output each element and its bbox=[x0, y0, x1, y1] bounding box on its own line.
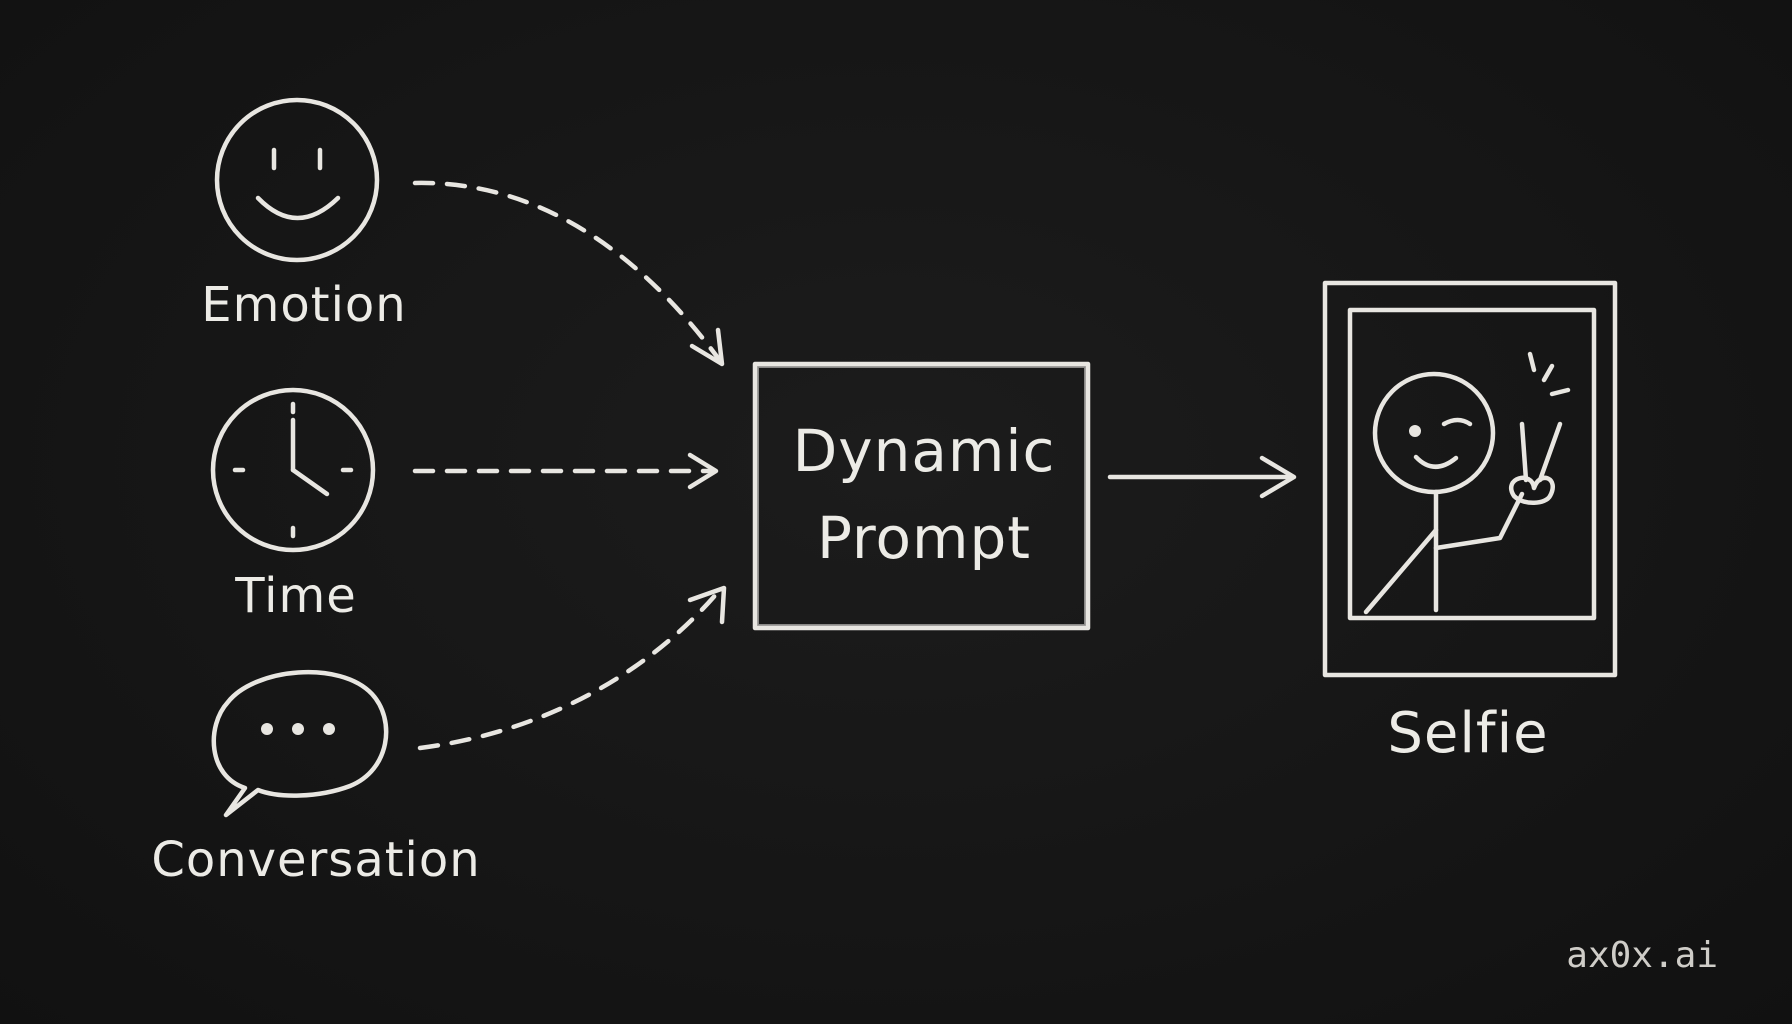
speech-bubble-icon bbox=[211, 669, 389, 818]
prompt-label-line1: Dynamic bbox=[793, 417, 1056, 485]
smiley-face-icon bbox=[214, 97, 380, 263]
watermark-text: ax0x.ai bbox=[1566, 935, 1718, 976]
emotion-label: Emotion bbox=[201, 277, 406, 333]
selfie-frame-icon bbox=[1322, 280, 1618, 678]
dynamic-prompt-box bbox=[752, 361, 1091, 631]
arrow-time-to-prompt bbox=[412, 452, 719, 490]
clock-icon bbox=[210, 387, 376, 553]
time-label: Time bbox=[234, 568, 356, 624]
prompt-label-line2: Prompt bbox=[817, 504, 1031, 572]
arrow-conversation-to-prompt bbox=[417, 585, 727, 751]
winking-stick-figure-selfie-icon bbox=[1363, 351, 1571, 615]
selfie-label: Selfie bbox=[1387, 701, 1548, 766]
arrow-prompt-to-selfie bbox=[1107, 455, 1297, 499]
conversation-label: Conversation bbox=[151, 832, 480, 888]
arrow-emotion-to-prompt bbox=[412, 180, 725, 367]
